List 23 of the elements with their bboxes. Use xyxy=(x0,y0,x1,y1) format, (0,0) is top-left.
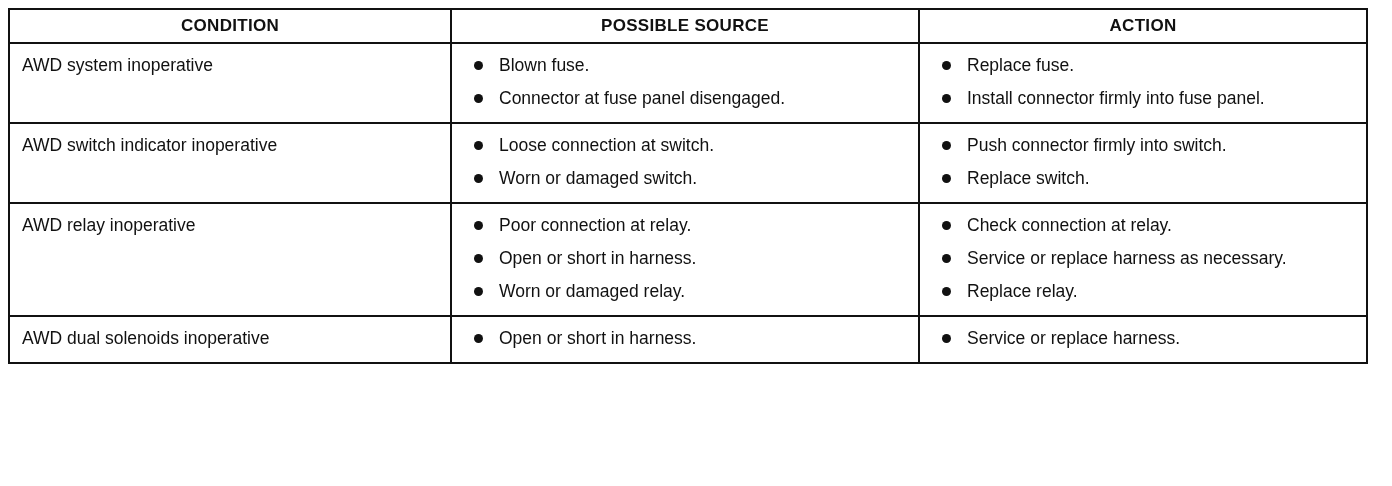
condition-text: AWD relay inoperative xyxy=(22,215,196,235)
action-text: Replace fuse. xyxy=(967,54,1074,77)
action-text: Service or replace harness. xyxy=(967,327,1181,350)
source-text: Worn or damaged switch. xyxy=(499,167,698,190)
action-text: Replace switch. xyxy=(967,167,1090,190)
column-header: POSSIBLE SOURCE xyxy=(601,16,769,36)
column-header: ACTION xyxy=(1109,16,1177,36)
source-text: Open or short in harness. xyxy=(499,327,697,350)
source-text: Open or short in harness. xyxy=(499,247,697,270)
condition-text: AWD switch indicator inoperative xyxy=(22,135,278,155)
condition-text: AWD system inoperative xyxy=(22,55,213,75)
action-text: Check connection at relay. xyxy=(967,214,1172,237)
action-text: Service or replace harness as necessary. xyxy=(967,247,1287,270)
source-text: Loose connection at switch. xyxy=(499,134,714,157)
action-text: Install connector firmly into fuse panel. xyxy=(967,87,1265,110)
action-text: Replace relay. xyxy=(967,280,1078,303)
condition-text: AWD dual solenoids inoperative xyxy=(22,328,270,348)
source-text: Poor connection at relay. xyxy=(499,214,692,237)
action-text: Push connector firmly into switch. xyxy=(967,134,1227,157)
source-text: Connector at fuse panel disengaged. xyxy=(499,87,786,110)
source-text: Blown fuse. xyxy=(499,54,590,77)
column-header: CONDITION xyxy=(180,16,280,36)
source-text: Worn or damaged relay. xyxy=(499,280,686,303)
